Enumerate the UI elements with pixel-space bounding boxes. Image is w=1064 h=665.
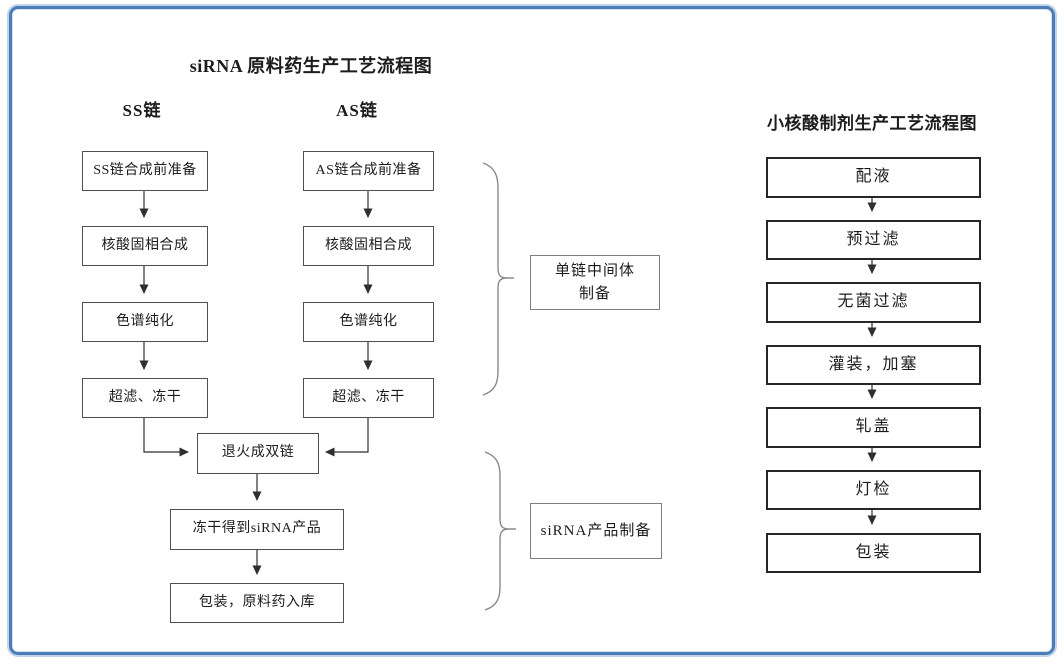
ss-step-synthesis: 核酸固相合成	[82, 226, 208, 266]
stage-label-line2: 制备	[578, 285, 611, 302]
page-border	[9, 6, 1055, 655]
ss-step-purification: 色谱纯化	[82, 302, 208, 342]
ss-step-prep: SS链合成前准备	[82, 151, 208, 191]
as-step-synthesis: 核酸固相合成	[303, 226, 434, 266]
form-step-capping: 轧盖	[766, 407, 981, 448]
as-step-prep: AS链合成前准备	[303, 151, 434, 191]
stage-label-line1: 单链中间体	[554, 263, 635, 279]
step-lyophilize-product: 冻干得到siRNA产品	[170, 509, 344, 550]
api-chart-title: siRNA 原料药生产工艺流程图	[189, 56, 433, 76]
formulation-chart-title: 小核酸制剂生产工艺流程图	[767, 114, 977, 133]
as-chain-header: AS链	[336, 101, 378, 120]
ss-step-ultrafiltration: 超滤、冻干	[82, 378, 208, 418]
form-step-lamp-inspection: 灯检	[766, 470, 981, 510]
form-step-packaging: 包装	[766, 533, 981, 573]
stage-label-sirna-product: siRNA产品制备	[530, 503, 662, 559]
form-step-prefiltration: 预过滤	[766, 220, 981, 260]
as-step-ultrafiltration: 超滤、冻干	[303, 378, 434, 418]
step-annealing: 退火成双链	[197, 433, 319, 474]
form-step-sterile-filtration: 无菌过滤	[766, 282, 981, 323]
step-packaging-warehouse: 包装，原料药入库	[170, 583, 344, 623]
stage-label-single-strand: 单链中间体 制备	[530, 255, 660, 310]
ss-chain-header: SS链	[122, 101, 162, 120]
form-step-compounding: 配液	[766, 157, 981, 198]
stage-label-line1: siRNA产品制备	[540, 522, 652, 539]
form-step-filling-stoppering: 灌装，加塞	[766, 345, 981, 385]
as-step-purification: 色谱纯化	[303, 302, 434, 342]
